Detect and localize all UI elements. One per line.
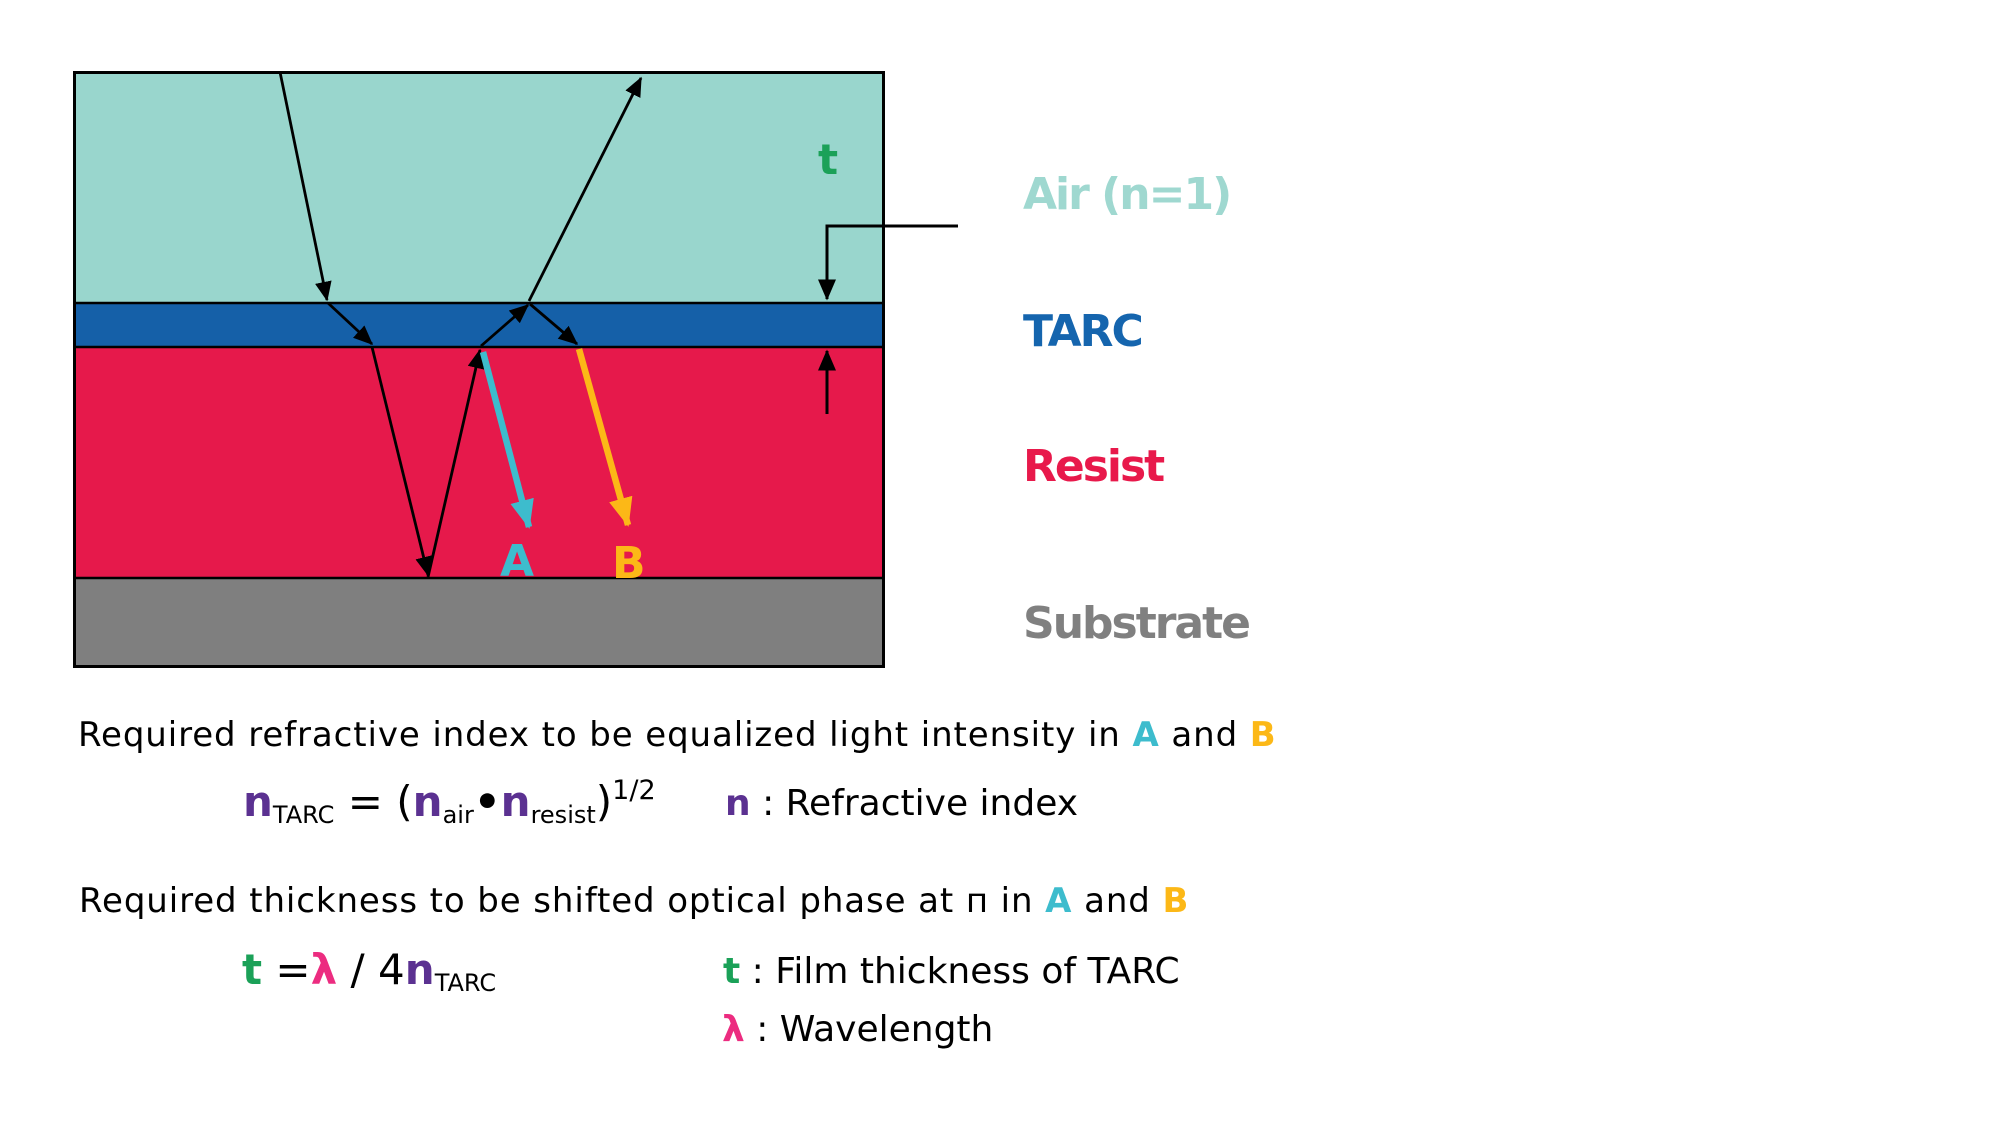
wave-b-ref: B bbox=[1249, 715, 1277, 755]
ray-tarc-reflect bbox=[529, 302, 579, 346]
statement-1-text: Required refractive index to be equalize… bbox=[78, 715, 1133, 755]
layer-resist bbox=[73, 347, 885, 578]
wave-b-arrow bbox=[575, 348, 633, 527]
ray-resist-down bbox=[370, 346, 432, 577]
formula-refractive-index: nTARC = (nair•nresist)1/2 bbox=[243, 775, 656, 829]
layer-stack bbox=[73, 71, 885, 668]
air-label: Air (n=1) bbox=[1023, 169, 1232, 220]
light-rays bbox=[278, 71, 643, 578]
wave-a-label: A bbox=[500, 536, 535, 587]
statement-2-text: Required thickness to be shifted optical… bbox=[79, 881, 1046, 921]
thickness-elbow-arrow bbox=[818, 224, 958, 301]
wave-arrows bbox=[479, 348, 633, 529]
ray-exit bbox=[527, 76, 643, 302]
statement-thickness: Required thickness to be shifted optical… bbox=[79, 881, 1190, 921]
definition-refractive-index: n : Refractive index bbox=[725, 783, 1079, 824]
definition-thickness: t : Film thickness of TARC bbox=[723, 951, 1180, 992]
thickness-label: t bbox=[818, 135, 839, 184]
thickness-callout bbox=[818, 224, 958, 414]
definition-wavelength: λ : Wavelength bbox=[722, 1009, 994, 1050]
wave-a-arrow bbox=[479, 351, 534, 529]
layer-substrate bbox=[73, 578, 885, 668]
tarc-label: TARC bbox=[1023, 306, 1144, 357]
layer-air bbox=[73, 71, 885, 303]
substrate-label: Substrate bbox=[1023, 598, 1251, 649]
ray-incident bbox=[278, 71, 332, 302]
diagram-border bbox=[73, 71, 885, 668]
statement-refractive-index: Required refractive index to be equalize… bbox=[78, 715, 1277, 755]
resist-label: Resist bbox=[1023, 441, 1165, 492]
ray-tarc-down bbox=[327, 301, 374, 346]
wave-a-ref: A bbox=[1132, 715, 1160, 755]
wave-b-label: B bbox=[612, 538, 646, 589]
ray-resist-up bbox=[426, 348, 485, 578]
layer-tarc bbox=[73, 303, 885, 347]
ray-tarc-up bbox=[480, 303, 530, 348]
formula-thickness: t =λ / 4nTARC bbox=[242, 945, 497, 997]
